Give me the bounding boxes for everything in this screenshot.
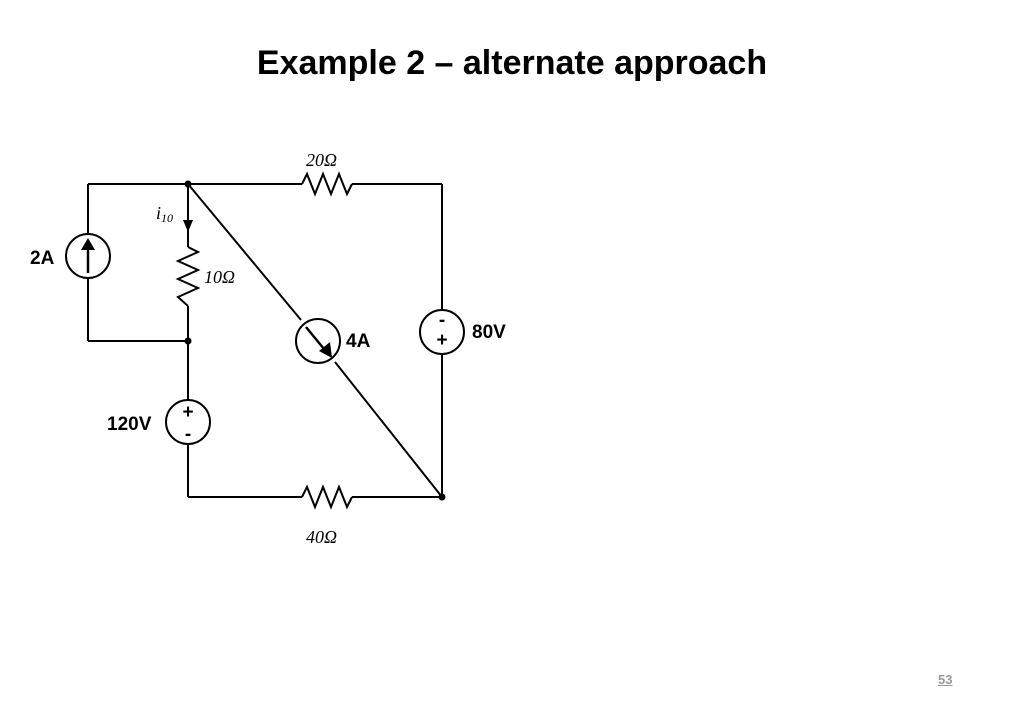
voltage-source-80v	[419, 309, 465, 355]
label-4a: 4A	[346, 331, 371, 352]
nodes	[184, 180, 446, 501]
node-top	[184, 180, 192, 188]
label-10-ohm: 10Ω	[204, 267, 235, 287]
wires	[87, 183, 443, 498]
sign-80v-minus: -	[439, 310, 445, 331]
label-current-i10: i10	[156, 203, 173, 225]
resistor-40-ohm	[301, 484, 353, 510]
node-middle	[184, 337, 192, 345]
slide-title: Example 2 – alternate approach	[256, 44, 768, 82]
sign-120v-minus: -	[185, 424, 191, 445]
sign-120v-plus: +	[182, 402, 193, 423]
label-80v: 80V	[472, 322, 506, 343]
page-number: 53	[938, 672, 953, 687]
label-120v: 120V	[107, 414, 152, 435]
current-arrow-icon	[183, 205, 193, 232]
current-source-2a	[65, 233, 111, 279]
current-source-4a	[295, 318, 341, 364]
resistor-20-ohm	[301, 171, 353, 197]
label-20-ohm: 20Ω	[306, 150, 337, 170]
resistor-10-ohm	[175, 246, 201, 307]
sign-80v-plus: +	[436, 330, 447, 351]
label-2a: 2A	[30, 248, 55, 269]
voltage-source-120v	[165, 399, 211, 445]
label-40-ohm: 40Ω	[306, 527, 337, 547]
node-bottom-right	[438, 493, 446, 501]
